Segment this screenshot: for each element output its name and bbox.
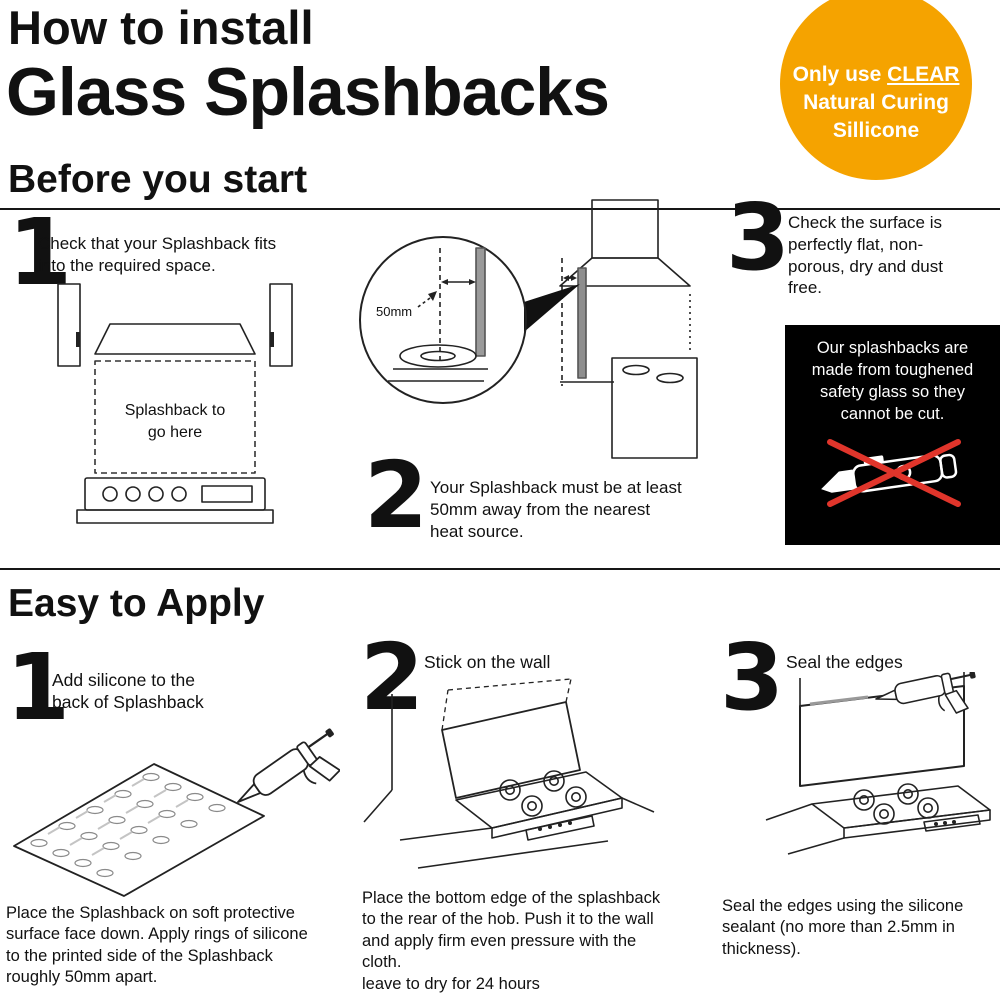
before-step1-text: Check that your Splashback fits into the… [38,234,277,275]
apply-step3-title: Seal the edges [786,652,903,672]
badge-line1: Only use CLEAR [793,61,960,89]
before-step1-number: 1 [8,199,72,306]
section-rule-top [0,208,1000,210]
badge-line1-prefix: Only use [792,63,888,87]
hob [811,783,991,839]
cooker-hood [94,323,256,355]
counter-edges [765,803,845,855]
warning-text: Our splashbacks are made from toughened … [811,339,974,423]
page-title-line1: How to install [8,1,314,54]
warning-box: Our splashbacks are made from toughened … [785,325,1000,545]
apply-step1-caption: Place the Splashback on soft protective … [6,904,308,987]
magnifier-circle [359,236,527,404]
burner-zoomed [399,344,477,368]
zoom-pointer-wedge [524,284,580,332]
apply-step2-caption: Place the bottom edge of the splashback … [362,889,661,993]
sealant-bead [809,695,869,706]
counter-edges [399,797,655,869]
gap-measurement-label: 50mm [376,304,412,319]
splashback-dashed-area [94,360,256,474]
red-cross-icon [826,438,961,507]
badge-line1-underlined: CLEAR [887,63,960,87]
wall-corner [363,694,393,823]
wall-cabinet-left [57,283,81,367]
cooker [611,357,698,459]
printed-side-marks [47,778,189,856]
final-position-dashed [441,678,572,731]
diagram-seal-edges [765,672,991,855]
before-heading: Before you start [8,158,308,201]
before-step3-number: 3 [726,184,790,291]
cooker-hood [559,199,691,287]
apply-heading: Easy to Apply [8,582,265,625]
apply-step1-title: Add silicone to the back of Splashback [52,670,204,712]
apply-step3-caption: Seal the edges using the silicone sealan… [722,897,964,958]
badge-line3: Sillicone [832,118,920,142]
gap-arrow-small [563,275,577,281]
diagram-50mm-gap: 50mm [359,199,698,459]
apply-step1-number: 1 [6,634,70,741]
silicone-rings [30,772,226,878]
section-divider [0,568,1000,570]
diagram-stick-on-wall [363,678,655,869]
wall-cabinet-right [269,283,293,367]
before-step3-text: Check the surface is perfectly flat, non… [788,213,943,298]
diagram-silicone-application [13,723,340,897]
splashback-area-label: Splashback to go here [124,402,226,441]
apply-step3-number: 3 [720,624,784,731]
splashback-panel-tilted [441,701,581,799]
utility-knife-crossed-icon [820,438,961,507]
diagram-splashback-space [57,283,293,524]
page-title-line2: Glass Splashbacks [6,54,610,130]
before-step2-number: 2 [364,442,428,549]
before-step2-text: Your Splashback must be at least 50mm aw… [430,478,682,541]
splashback-edge [577,267,587,379]
apply-step2-title: Stick on the wall [424,652,551,672]
hob-front [76,477,274,524]
silicone-badge: Only use CLEAR Natural Curing Sillicone [780,0,972,180]
gap-arrow-zoomed [441,279,476,285]
badge-line2: Natural Curing [803,91,949,115]
